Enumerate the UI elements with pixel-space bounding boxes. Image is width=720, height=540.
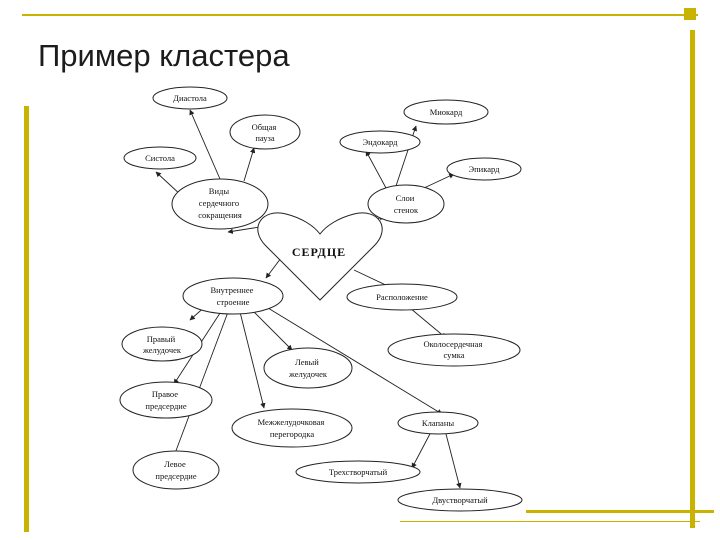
node-vidy-shape (171, 178, 269, 230)
center-heart: СЕРДЦЕ (257, 212, 383, 301)
node-pravyi-zheludochek-label: Правый желудочек (142, 334, 182, 355)
node-miokard-label: Миокард (430, 107, 463, 117)
edge-vidy-diastola (189, 109, 221, 180)
heart-shape (257, 212, 383, 301)
node-levoe-predserdie: Левое предсердие (132, 450, 220, 490)
edge-vnutr-levyi-zh (253, 311, 293, 351)
node-trehstvorchatyi: Трехстворчатый (295, 460, 421, 484)
node-levyi-zheludochek: Левый желудочек (263, 347, 353, 389)
node-raspolozhenie-shape (346, 283, 458, 311)
node-levyi-zheludochek-shape (263, 347, 353, 389)
node-vidy-label: Виды сердечного сокращения (198, 186, 242, 220)
node-levyi-zheludochek-label: Левый желудочек (288, 357, 328, 379)
node-levoe-predserdie-shape (132, 450, 220, 490)
node-vnutrennee: Внутреннее строение (182, 277, 284, 315)
edge-raspolozhenie-okolo (409, 307, 447, 339)
heart-label: СЕРДЦЕ (292, 245, 346, 259)
cluster-diagram: СЕРДЦЕ Диастола Общая пауза Систола Виды… (116, 86, 524, 514)
node-epikard-label: Эпикард (469, 164, 501, 174)
node-okoloserdechnaya-shape (387, 333, 521, 367)
node-klapany-label: Клапаны (422, 418, 454, 428)
edge-sloi-epikard (423, 173, 455, 189)
edge-klapany-dvu (445, 433, 462, 489)
edge-vnutr-mezhzh (239, 311, 266, 409)
node-sistola-shape (123, 146, 197, 170)
node-epikard-shape (446, 157, 522, 181)
node-okoloserdechnaya-label: Околосердечная сумка (424, 339, 485, 360)
node-obshaya-pauza-label: Общая пауза (252, 122, 279, 143)
node-raspolozhenie-label: Расположение (376, 292, 428, 302)
node-sistola: Систола (123, 146, 197, 170)
bottom-accent-line (526, 510, 714, 513)
node-sloi: Слои стенок (367, 184, 445, 224)
node-epikard: Эпикард (446, 157, 522, 181)
node-diastola-shape (152, 86, 228, 110)
node-vnutrennee-label: Внутреннее строение (210, 285, 255, 307)
node-mezhzheludochkovaya-shape (231, 408, 353, 448)
cluster-diagram-svg: СЕРДЦЕ Диастола Общая пауза Систола Виды… (119, 86, 523, 512)
node-miokard: Миокард (403, 99, 489, 125)
edge-vnutr-klapany (267, 307, 443, 415)
node-mezhzheludochkovaya: Межжелудочковая перегородка (231, 408, 353, 448)
node-trehstvorchatyi-shape (295, 460, 421, 484)
node-sistola-label: Систола (145, 153, 175, 163)
node-pravyi-zheludochek: Правый желудочек (121, 326, 203, 362)
slide-title: Пример кластера (38, 38, 290, 73)
node-vnutrennee-shape (182, 277, 284, 315)
node-pravoe-predserdie: Правое предсердие (119, 381, 213, 419)
top-accent-square (684, 8, 696, 20)
edge-vnutr-levoe-pr (173, 311, 229, 457)
node-okoloserdechnaya: Околосердечная сумка (387, 333, 521, 367)
node-diastola-label: Диастола (173, 93, 207, 103)
edge-sloi-endokard (365, 150, 387, 189)
node-klapany-shape (397, 411, 479, 435)
node-trehstvorchatyi-label: Трехстворчатый (329, 467, 388, 477)
node-diastola: Диастола (152, 86, 228, 110)
node-pravoe-predserdie-shape (119, 381, 213, 419)
left-accent-bar (24, 106, 29, 532)
node-dvustvorchatyi-shape (397, 488, 523, 512)
node-obshaya-pauza-shape (229, 114, 301, 150)
node-levoe-predserdie-label: Левое предсердие (155, 459, 196, 481)
edge-klapany-treh (411, 429, 433, 469)
node-pravoe-predserdie-label: Правое предсердие (145, 389, 186, 411)
edge-vidy-pauza (243, 147, 256, 182)
node-miokard-shape (403, 99, 489, 125)
node-endokard: Эндокард (339, 130, 421, 154)
node-obshaya-pauza: Общая пауза (229, 114, 301, 150)
node-vidy: Виды сердечного сокращения (171, 178, 269, 230)
node-pravyi-zheludochek-shape (121, 326, 203, 362)
top-accent-line (22, 14, 698, 16)
bottom-accent-line-2 (400, 521, 700, 522)
node-endokard-label: Эндокард (363, 137, 399, 147)
node-klapany: Клапаны (397, 411, 479, 435)
node-mezhzheludochkovaya-label: Межжелудочковая перегородка (258, 417, 327, 439)
node-dvustvorchatyi: Двустворчатый (397, 488, 523, 512)
node-dvustvorchatyi-label: Двустворчатый (432, 495, 488, 505)
node-sloi-shape (367, 184, 445, 224)
node-raspolozhenie: Расположение (346, 283, 458, 311)
right-accent-bar (690, 30, 695, 528)
node-endokard-shape (339, 130, 421, 154)
node-sloi-label: Слои стенок (394, 193, 419, 215)
